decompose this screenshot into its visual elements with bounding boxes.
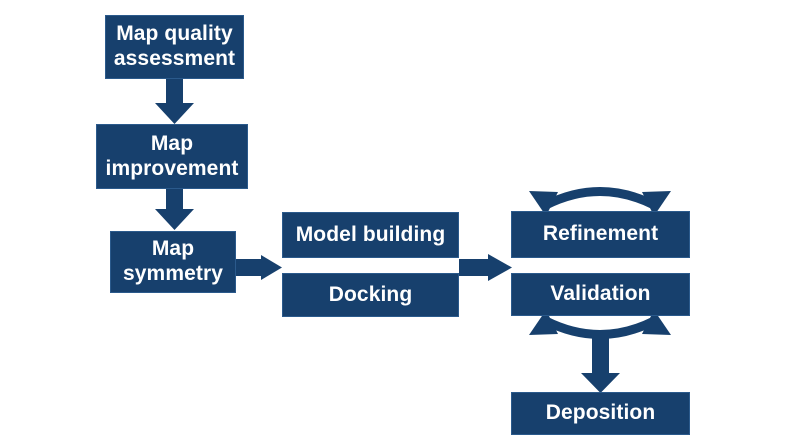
node-label: Map symmetry — [122, 237, 224, 285]
node-model-building[interactable]: Model building — [282, 212, 459, 258]
node-label: Docking — [328, 282, 413, 306]
node-label: Model building — [295, 222, 446, 246]
node-label: Validation — [550, 282, 651, 306]
node-refinement[interactable]: Refinement — [511, 211, 690, 258]
node-docking[interactable]: Docking — [282, 273, 459, 317]
arrow-quality-to-improvement — [155, 78, 194, 124]
node-label: Map quality assessment — [113, 22, 236, 70]
arrow-improvement-to-symmetry — [155, 188, 194, 230]
arrow-symmetry-to-building — [236, 255, 282, 280]
arrow-validation-to-deposition — [581, 330, 620, 393]
node-label: Map improvement — [105, 131, 239, 180]
node-label: Refinement — [542, 222, 659, 246]
node-map-quality-assessment[interactable]: Map quality assessment — [105, 15, 244, 79]
node-map-symmetry[interactable]: Map symmetry — [110, 231, 236, 293]
node-validation[interactable]: Validation — [511, 273, 690, 316]
node-label: Deposition — [545, 401, 656, 425]
node-map-improvement[interactable]: Map improvement — [96, 124, 248, 189]
node-deposition[interactable]: Deposition — [511, 392, 690, 435]
arc-refinement-validation-top — [529, 187, 671, 216]
arrow-building-to-refinement — [459, 254, 512, 281]
